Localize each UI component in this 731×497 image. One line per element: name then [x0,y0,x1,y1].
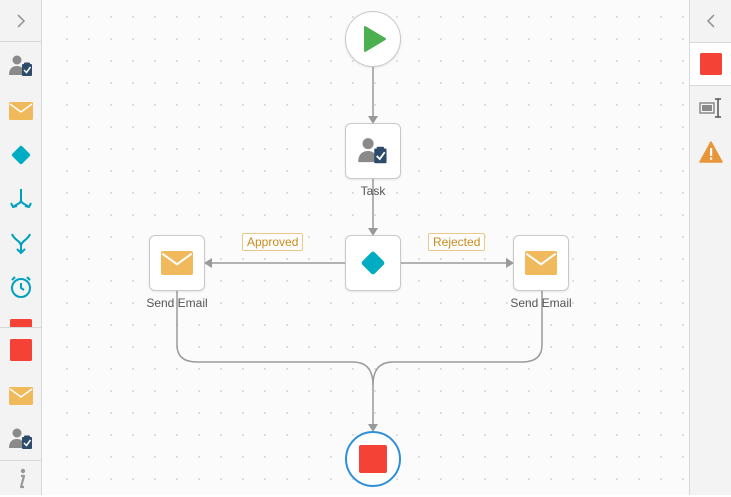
expand-toolbar-button[interactable] [0,0,42,42]
user-task-icon [9,55,32,76]
arrowhead [506,258,514,268]
right-toolbar [689,0,731,495]
warnings-button[interactable] [690,132,731,172]
email-tool[interactable] [0,93,42,129]
timer-icon [11,276,31,298]
arrowhead [204,258,212,268]
left-email-to-end-connector [176,291,374,425]
right-email-to-end-connector [372,291,543,386]
arrowhead [368,424,378,432]
decision-diamond-icon [11,145,31,165]
stop-tool-partial[interactable] [0,313,42,327]
chevron-left-icon [706,14,715,28]
chevron-right-icon [17,13,26,28]
task-node-label: Task [360,184,386,198]
arrowhead [368,116,378,124]
stop-properties-button[interactable] [690,42,731,86]
arrowhead [368,228,378,236]
task-node[interactable] [345,123,401,179]
email-icon [161,251,193,275]
text-field-icon [699,98,721,118]
split-tool[interactable] [0,225,42,261]
decision-node[interactable] [345,235,401,291]
end-node[interactable] [345,431,401,487]
stop-tool[interactable] [0,332,42,368]
stop-icon [359,445,387,473]
user-task-icon [9,428,32,449]
toolbar-divider [0,460,42,461]
collapse-panel-button[interactable] [690,0,731,42]
approved-branch-label[interactable]: Approved [242,233,304,251]
email-tool-2[interactable] [0,378,42,414]
stop-icon [10,319,32,327]
decision-tool[interactable] [0,137,42,173]
workflow-canvas[interactable]: Task Approved Rejected Send Email Send E… [42,0,689,495]
info-icon [19,468,26,489]
send-email-left-label: Send Email [146,296,208,310]
left-toolbar [0,0,42,495]
start-node[interactable] [345,11,401,67]
decision-diamond-icon [361,251,385,275]
send-email-right-label: Send Email [510,296,572,310]
info-button[interactable] [0,461,42,497]
user-task-tool[interactable] [0,48,42,84]
split-icon [11,233,31,255]
send-email-node-right[interactable] [513,235,569,291]
stop-icon [700,53,722,75]
send-email-node-left[interactable] [149,235,205,291]
merge-tool[interactable] [0,181,42,217]
user-task-icon [358,138,387,164]
stop-icon [10,339,32,361]
email-icon [9,102,33,120]
rejected-branch-label[interactable]: Rejected [428,233,486,251]
warning-icon [699,141,723,163]
merge-icon [10,189,32,209]
play-icon [364,26,386,52]
timer-tool[interactable] [0,269,42,305]
user-task-tool-2[interactable] [0,421,42,457]
email-icon [9,387,33,405]
text-field-button[interactable] [690,88,731,128]
email-icon [525,251,557,275]
connectors [176,67,543,432]
toolbar-divider [0,327,42,328]
